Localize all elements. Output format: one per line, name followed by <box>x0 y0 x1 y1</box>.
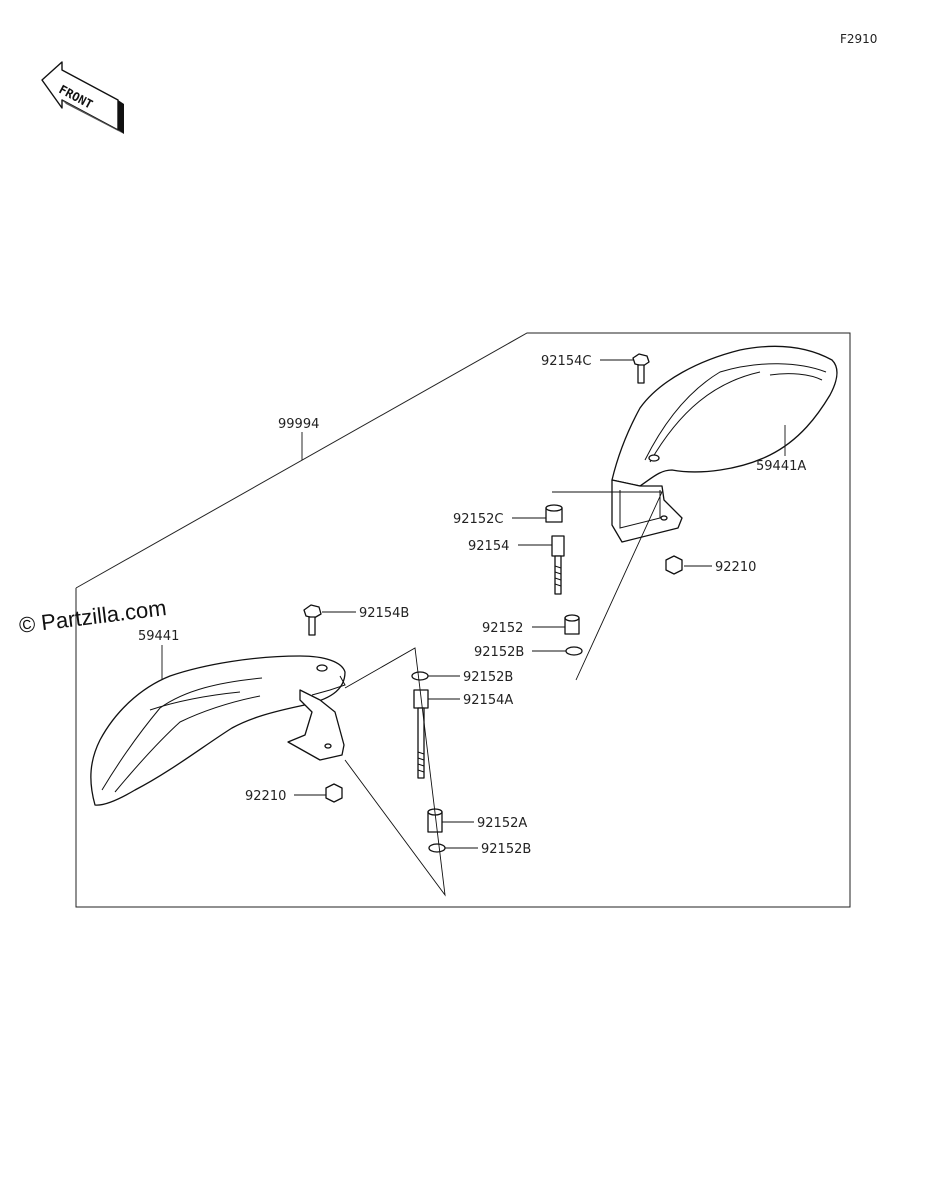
nut-92210-right <box>665 555 683 575</box>
kit-frame <box>75 332 851 908</box>
label-92152b-lower: 92152B <box>481 842 531 857</box>
label-92154a: 92154A <box>463 693 513 708</box>
bolt-92154a <box>413 689 429 779</box>
right-hand-guard <box>611 345 838 543</box>
bolt-92154b <box>303 604 322 636</box>
left-hand-guard <box>90 655 346 806</box>
washer-92152b-upper <box>565 646 583 656</box>
label-92152b-mid: 92152B <box>463 670 513 685</box>
leader-lines <box>161 359 786 849</box>
label-59441: 59441 <box>138 629 179 644</box>
label-92154b: 92154B <box>359 606 409 621</box>
bolt-92154 <box>551 535 565 595</box>
collar-92152 <box>564 614 580 635</box>
washer-92152b-lower <box>428 843 446 853</box>
label-92152c: 92152C <box>453 512 503 527</box>
nut-92210-left <box>325 783 343 803</box>
label-92152b-upper: 92152B <box>474 645 524 660</box>
label-92154: 92154 <box>468 539 509 554</box>
label-kit-99994: 99994 <box>278 417 319 432</box>
label-92210-right: 92210 <box>715 560 756 575</box>
washer-92152b-mid <box>411 671 429 681</box>
label-59441a: 59441A <box>756 459 806 474</box>
label-92210-left: 92210 <box>245 789 286 804</box>
bolt-92154c <box>632 353 650 384</box>
figure-code: F2910 <box>840 32 877 46</box>
label-92154c: 92154C <box>541 354 591 369</box>
front-arrow-icon: FRONT <box>41 61 124 134</box>
label-92152a: 92152A <box>477 816 527 831</box>
collar-92152c <box>545 504 563 523</box>
assembly-guide-lines <box>344 491 663 897</box>
label-92152: 92152 <box>482 621 523 636</box>
